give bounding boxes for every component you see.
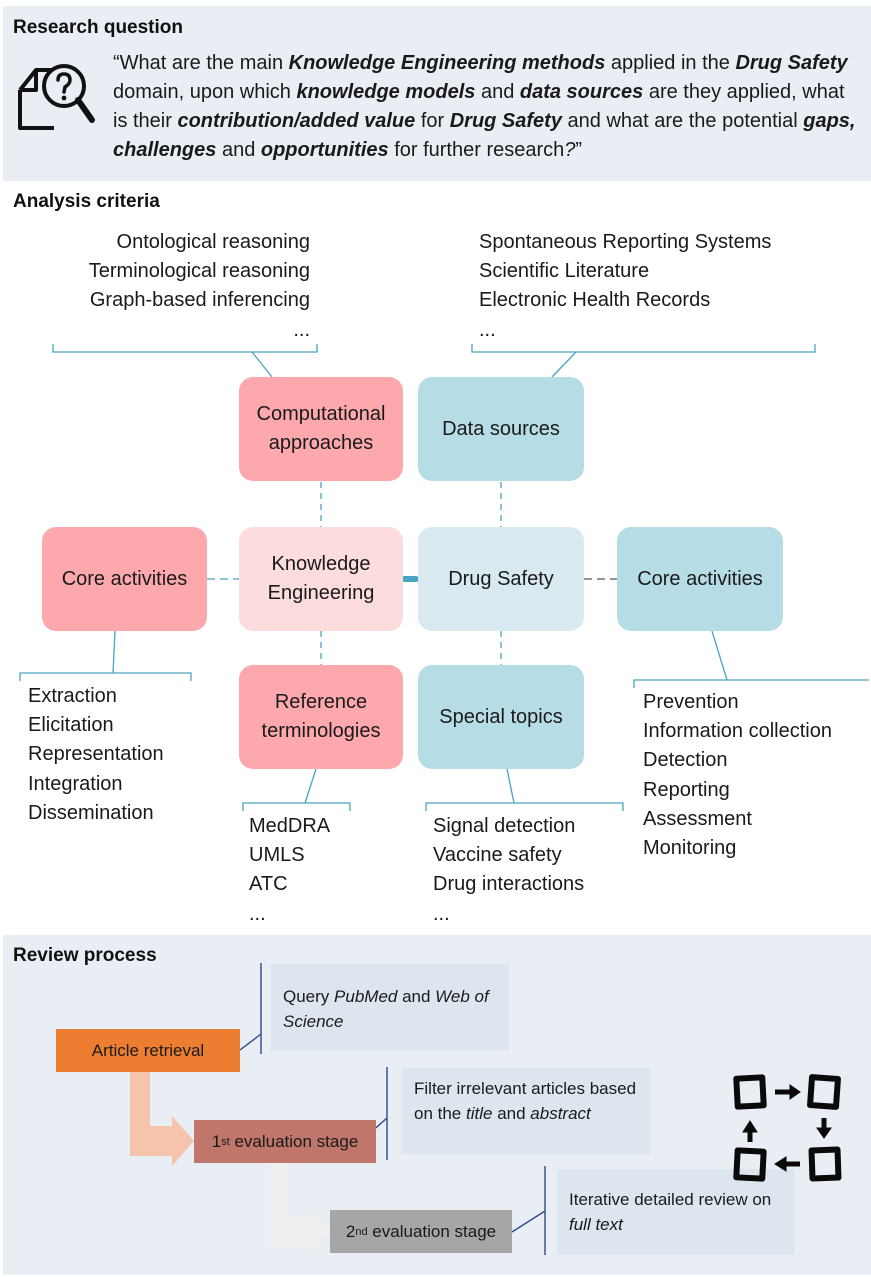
text-run: full text bbox=[569, 1215, 623, 1234]
text-run: and bbox=[397, 987, 436, 1006]
reference-terminologies-list: MedDRA UMLS ATC ... bbox=[249, 812, 330, 929]
text-run: gaps, challenges bbox=[113, 110, 856, 161]
list-item: Reporting bbox=[643, 778, 730, 801]
article-retrieval-stage: Article retrieval bbox=[56, 1029, 240, 1072]
text-run: for bbox=[415, 110, 450, 132]
iterative-cycle-icon bbox=[733, 1074, 842, 1182]
text-run: Knowledge Engineering methods bbox=[288, 52, 606, 74]
text-run: PubMed bbox=[334, 987, 398, 1006]
text-run: and what are the potential bbox=[561, 110, 804, 132]
ds-core-activities-list: Prevention Information collection Detect… bbox=[643, 688, 832, 863]
list-item: Drug interactions bbox=[433, 873, 585, 896]
ke-core-activities-list: Extraction Elicitation Representation In… bbox=[28, 682, 164, 828]
list-item: UMLS bbox=[249, 844, 305, 867]
retrieval-note: Query PubMed and Web of Science bbox=[271, 964, 509, 1050]
knowledge-engineering-box: Knowledge Engineering bbox=[239, 527, 403, 631]
text-run: data sources bbox=[519, 81, 644, 103]
data-sources-box: Data sources bbox=[418, 377, 584, 481]
second-evaluation-note: Iterative detailed review on full text bbox=[557, 1169, 794, 1255]
reference-terminologies-box: Reference terminologies bbox=[239, 665, 403, 769]
text-run: and bbox=[216, 139, 261, 161]
drug-safety-box: Drug Safety bbox=[418, 527, 584, 631]
text-run: and bbox=[492, 1104, 531, 1123]
list-item: Graph-based inferencing bbox=[89, 289, 310, 312]
list-item: Elicitation bbox=[28, 714, 114, 737]
review-process-heading: Review process bbox=[13, 945, 157, 966]
list-item: Detection bbox=[643, 749, 728, 772]
magnifier-document-icon bbox=[18, 64, 95, 130]
text-run: “What are the main bbox=[113, 52, 289, 74]
ordinal-number: 2 bbox=[345, 1221, 356, 1241]
text-run: and bbox=[475, 81, 520, 103]
text-run: opportunities bbox=[260, 139, 389, 161]
list-item: Prevention bbox=[643, 691, 739, 713]
text-run: knowledge models bbox=[296, 81, 476, 103]
list-item: Spontaneous Reporting Systems bbox=[479, 231, 772, 253]
special-topics-box: Special topics bbox=[418, 665, 584, 769]
text-run: ” bbox=[575, 139, 583, 161]
list-item: Vaccine safety bbox=[433, 844, 562, 867]
text-run: applied in the bbox=[605, 52, 736, 74]
stage-label: evaluation stage bbox=[229, 1131, 359, 1151]
text-run: contribution/added value bbox=[177, 110, 416, 132]
list-item: ATC bbox=[249, 873, 288, 896]
text-run: Query bbox=[283, 987, 335, 1006]
ke-core-activities-box: Core activities bbox=[42, 527, 207, 631]
text-run: Web of Science bbox=[283, 987, 489, 1031]
research-question-panel bbox=[3, 6, 871, 181]
text-run: Drug Safety bbox=[735, 52, 848, 74]
special-topics-list: Signal detection Vaccine safety Drug int… bbox=[433, 812, 584, 929]
ordinal-number: 1 bbox=[211, 1131, 222, 1151]
list-item: ... bbox=[293, 318, 310, 341]
list-item: Scientific Literature bbox=[479, 260, 650, 283]
analysis-criteria-heading: Analysis criteria bbox=[13, 191, 160, 212]
text-run: Filter irrelevant articles based on the bbox=[414, 1079, 637, 1123]
data-sources-list: Spontaneous Reporting Systems Scientific… bbox=[479, 228, 771, 345]
list-item: ... bbox=[479, 318, 496, 341]
list-item: ... bbox=[433, 902, 450, 925]
text-run: for further research bbox=[388, 139, 565, 161]
ds-core-activities-box: Core activities bbox=[617, 527, 783, 631]
text-run: are they applied, what is their bbox=[113, 81, 845, 132]
list-item: Extraction bbox=[28, 685, 117, 707]
list-item: Signal detection bbox=[433, 815, 576, 837]
list-item: ... bbox=[249, 902, 266, 925]
list-item: Ontological reasoning bbox=[116, 231, 310, 253]
computational-approaches-list: Ontological reasoning Terminological rea… bbox=[40, 228, 310, 345]
research-question-text: “What are the main Knowledge Engineering… bbox=[113, 49, 858, 165]
text-run: abstract bbox=[530, 1104, 591, 1123]
stage-label: evaluation stage bbox=[367, 1221, 497, 1241]
list-item: Dissemination bbox=[28, 801, 154, 824]
list-item: Assessment bbox=[643, 807, 752, 830]
list-item: MedDRA bbox=[249, 815, 331, 837]
research-question-heading: Research question bbox=[13, 17, 183, 38]
list-item: Representation bbox=[28, 743, 164, 766]
computational-approaches-box: Computational approaches bbox=[239, 377, 403, 481]
list-item: Terminological reasoning bbox=[88, 260, 310, 283]
text-run: title bbox=[466, 1104, 493, 1123]
text-run: ? bbox=[564, 139, 576, 161]
first-evaluation-note: Filter irrelevant articles based on the … bbox=[402, 1068, 650, 1154]
list-item: Information collection bbox=[643, 720, 832, 743]
list-item: Electronic Health Records bbox=[479, 289, 711, 312]
list-item: Integration bbox=[28, 772, 123, 795]
text-run: Drug Safety bbox=[449, 110, 562, 132]
text-run: domain, upon which bbox=[113, 81, 297, 103]
list-item: Monitoring bbox=[643, 836, 737, 859]
text-run: Iterative detailed review on bbox=[569, 1190, 772, 1209]
